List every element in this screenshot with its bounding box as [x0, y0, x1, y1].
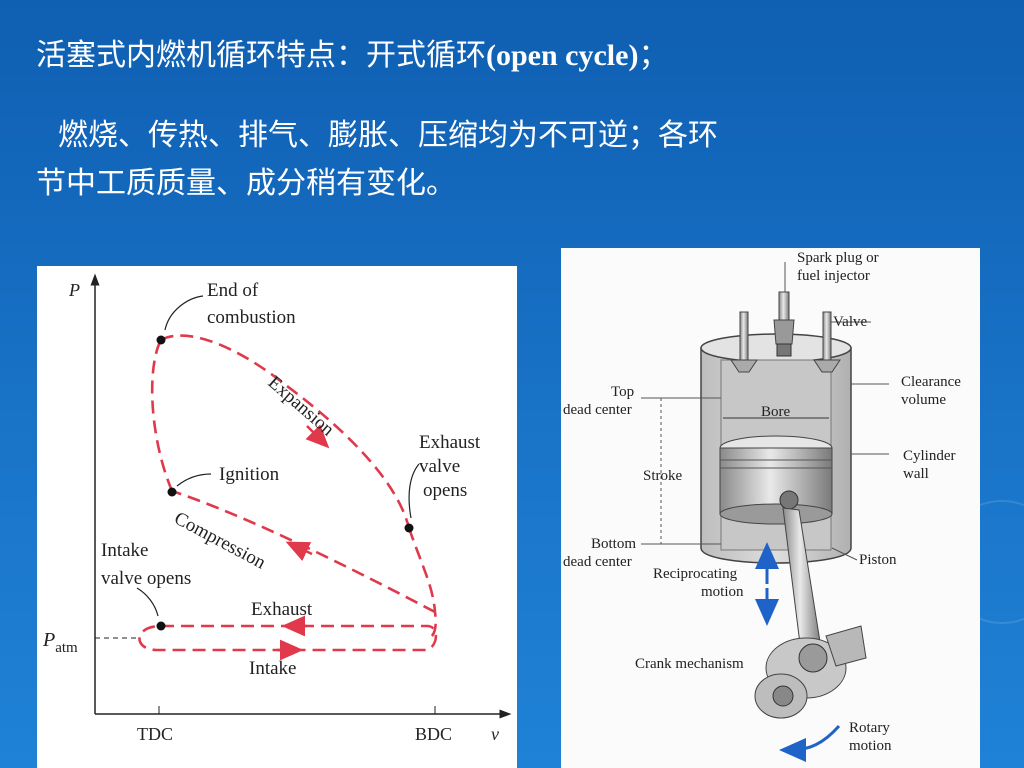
tdc-label: TDC	[137, 724, 173, 744]
exhaust-valve-label-3: opens	[423, 480, 467, 501]
reciprocating-label-1: Reciprocating	[653, 566, 738, 582]
intake-exhaust-loop	[138, 624, 438, 652]
valve-label: Valve	[833, 314, 867, 330]
piston-label: Piston	[859, 552, 897, 568]
spark-label-1: Spark plug or	[797, 250, 879, 266]
intake-valve-leader	[136, 587, 159, 617]
expansion-arrow	[305, 424, 330, 449]
expansion-label: Expansion	[264, 372, 339, 441]
exhaust-valve-leader	[408, 463, 420, 519]
crank-mechanism	[754, 625, 867, 719]
title-cn: 活塞式内燃机循环特点：开式循环	[36, 38, 486, 73]
patm-label: Patm	[42, 629, 78, 656]
bdc-label: BDC	[415, 724, 452, 744]
compression-arrow	[285, 541, 313, 561]
exhaust-valve-point	[404, 523, 414, 533]
end-combustion-leader	[164, 295, 204, 331]
valves	[730, 311, 841, 373]
end-combustion-label-2: combustion	[207, 307, 296, 328]
desc-line-1: 燃烧、传热、排气、膨胀、压缩均为不可逆；各环	[58, 118, 718, 153]
clearance-label-1: Clearance	[901, 374, 961, 390]
cylinder-label-2: wall	[903, 466, 929, 482]
title-punct: ；	[638, 38, 669, 73]
top-dc-label-1: Top	[611, 384, 634, 400]
title-en: (open cycle)	[486, 39, 639, 72]
exhaust-valve-label-1: Exhaust	[419, 432, 481, 453]
ignition-point	[167, 487, 177, 497]
cylinder-label-1: Cylinder	[903, 448, 956, 464]
engine-panel: Spark plug or fuel injector Valve Top de…	[561, 248, 980, 768]
end-combustion-label-1: End of	[207, 280, 259, 301]
crank-label: Crank mechanism	[635, 656, 744, 672]
bottom-dc-label-2: dead center	[563, 554, 632, 570]
bore-label: Bore	[761, 404, 791, 420]
top-dc-label-2: dead center	[563, 402, 632, 418]
rotary-label-1: Rotary	[849, 720, 890, 736]
blowdown-curve	[407, 527, 438, 640]
combustion-curve	[150, 339, 174, 492]
spark-plug	[773, 291, 795, 357]
intake-valve-label-2: valve opens	[101, 568, 191, 589]
slide-title: 活塞式内燃机循环特点：开式循环(open cycle)；	[36, 30, 668, 74]
intake-valve-point	[156, 621, 166, 631]
pv-diagram-svg: P v TDC BDC Patm	[42, 273, 512, 744]
exhaust-label: Exhaust	[251, 599, 313, 620]
x-axis-label: v	[491, 724, 499, 744]
expansion-curve	[160, 334, 411, 529]
ignition-label: Ignition	[219, 464, 280, 485]
engine-svg: Spark plug or fuel injector Valve Top de…	[563, 250, 961, 762]
desc-line-2: 节中工质质量、成分稍有变化。	[36, 166, 456, 201]
clearance-label-2: volume	[901, 392, 946, 408]
intake-label: Intake	[249, 658, 296, 679]
ignition-leader	[176, 473, 212, 487]
reciprocating-label-2: motion	[701, 584, 744, 600]
spark-label-2: fuel injector	[797, 268, 870, 284]
piston	[719, 435, 833, 525]
y-axis-label: P	[68, 280, 80, 300]
piston-leader	[831, 547, 858, 561]
compression-label: Compression	[171, 508, 270, 574]
rotary-arrow	[779, 725, 841, 762]
compression-curve	[171, 489, 436, 614]
pv-diagram-panel: P v TDC BDC Patm	[37, 266, 517, 768]
exhaust-valve-label-2: valve	[419, 456, 460, 477]
bottom-dc-label-1: Bottom	[591, 536, 636, 552]
rotary-label-2: motion	[849, 738, 892, 754]
slide-description: 燃烧、传热、排气、膨胀、压缩均为不可逆；各环 节中工质质量、成分稍有变化。	[36, 112, 976, 208]
intake-valve-label-1: Intake	[101, 540, 148, 561]
stroke-label: Stroke	[643, 468, 683, 484]
end-combustion-point	[156, 335, 166, 345]
